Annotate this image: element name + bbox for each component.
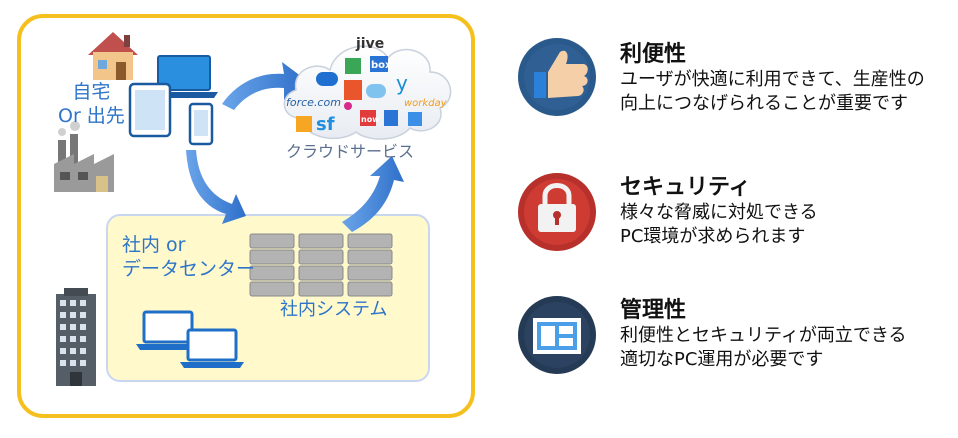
cloud-app-box: box xyxy=(371,60,392,71)
feature-security: セキュリティ 様々な脅威に対処できる PC環境が求められます xyxy=(620,175,818,249)
feature-title: 利便性 xyxy=(620,42,687,67)
home-label: 自宅 Or 出先 xyxy=(58,80,125,128)
cloud-app-workday: workday xyxy=(404,98,448,109)
dashboard-icon xyxy=(518,296,596,374)
home-label-line1: 自宅 xyxy=(72,81,111,103)
padlock-icon xyxy=(518,173,596,251)
office-label-line2: データセンター xyxy=(122,258,256,280)
arrow-to-office xyxy=(186,150,246,224)
house-icon xyxy=(88,32,138,80)
smartphone-icon xyxy=(188,102,214,146)
svg-text:y: y xyxy=(396,71,408,95)
cloud-app-jive: jive xyxy=(355,36,384,52)
feature-desc-line2: 適切なPC運用が必要です xyxy=(620,349,824,370)
office-laptop-icon xyxy=(136,310,244,368)
feature-title: 管理性 xyxy=(620,298,687,323)
feature-desc-line2: PC環境が求められます xyxy=(620,226,806,247)
feature-desc-line1: ユーザが快適に利用できて、生産性の xyxy=(620,69,925,90)
feature-desc-line1: 利便性とセキュリティが両立できる xyxy=(620,325,907,346)
feature-manageability: 管理性 利便性とセキュリティが両立できる 適切なPC運用が必要です xyxy=(620,298,907,372)
cloud-service-label: クラウドサービス xyxy=(286,142,415,161)
feature-convenience: 利便性 ユーザが快適に利用できて、生産性の 向上につなげられることが重要です xyxy=(620,42,925,116)
feature-desc-line1: 様々な脅威に対処できる xyxy=(620,202,818,223)
cloud-app-force: force.com xyxy=(286,96,341,109)
arrow-office-to-cloud xyxy=(342,156,404,232)
office-label-line1: 社内 or xyxy=(122,234,186,256)
cloud-app-sf: sf xyxy=(316,114,335,135)
feature-desc-line2: 向上につなげられることが重要です xyxy=(620,93,908,114)
office-label: 社内 or データセンター xyxy=(122,233,255,281)
feature-title: セキュリティ xyxy=(620,175,751,200)
office-building-icon xyxy=(56,288,96,386)
cloud-app-now: now xyxy=(361,115,380,124)
arrow-to-cloud xyxy=(222,62,306,110)
internal-system-label: 社内システム xyxy=(280,299,388,320)
server-rack-icon xyxy=(249,233,393,297)
factory-icon xyxy=(54,121,114,192)
cloud-app-tiles: y xyxy=(296,56,422,132)
thumbs-up-icon xyxy=(518,38,596,116)
home-label-line2: Or 出先 xyxy=(58,105,125,127)
tablet-icon xyxy=(128,82,172,138)
